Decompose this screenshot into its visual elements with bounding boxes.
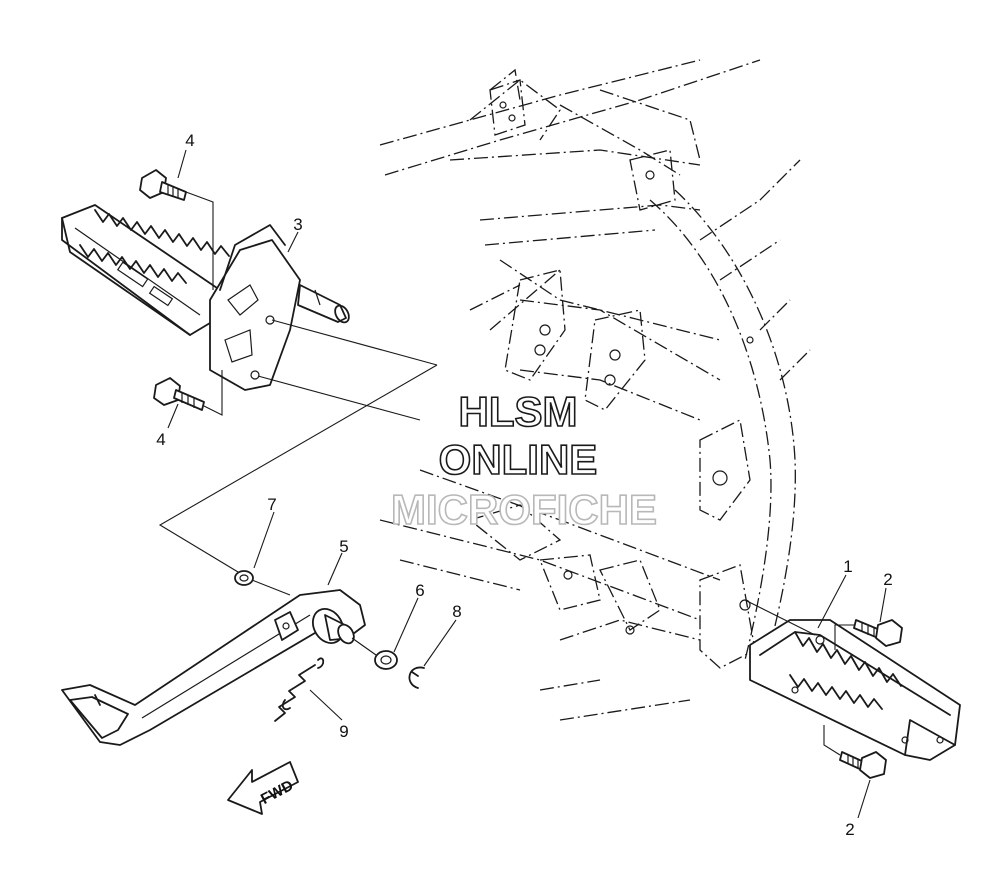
watermark: HLSM ONLINE MICROFICHE <box>390 387 658 534</box>
brake-pedal <box>61 589 366 746</box>
callout-1: 1 <box>843 557 852 576</box>
bolt-part-4-top <box>139 169 187 201</box>
washer-part-6 <box>374 650 398 670</box>
forward-direction-arrow: FWD <box>227 761 299 815</box>
callout-2-top: 2 <box>883 570 892 589</box>
bolt-part-2-bottom <box>839 751 887 779</box>
callout-2-bottom: 2 <box>845 820 854 839</box>
watermark-line-3: MICROFICHE <box>391 486 657 533</box>
callout-9: 9 <box>339 722 348 741</box>
watermark-line-2: ONLINE <box>439 436 598 483</box>
washer-part-7 <box>234 570 254 586</box>
callout-7: 7 <box>267 495 276 514</box>
bolt-part-4-bottom <box>153 377 205 411</box>
motorcycle-frame <box>379 59 811 721</box>
left-footrest-assembly <box>61 204 350 391</box>
callout-8: 8 <box>452 602 461 621</box>
callout-3: 3 <box>293 215 302 234</box>
callout-4-bottom: 4 <box>156 430 165 449</box>
callout-4-top: 4 <box>185 131 194 150</box>
circlip-part-8 <box>408 666 425 689</box>
bolt-part-2-top <box>853 619 903 647</box>
callout-6: 6 <box>415 581 424 600</box>
return-spring-part-9 <box>274 657 325 722</box>
right-footrest <box>749 619 961 761</box>
watermark-line-1: HLSM <box>459 388 578 435</box>
callout-5: 5 <box>339 537 348 556</box>
